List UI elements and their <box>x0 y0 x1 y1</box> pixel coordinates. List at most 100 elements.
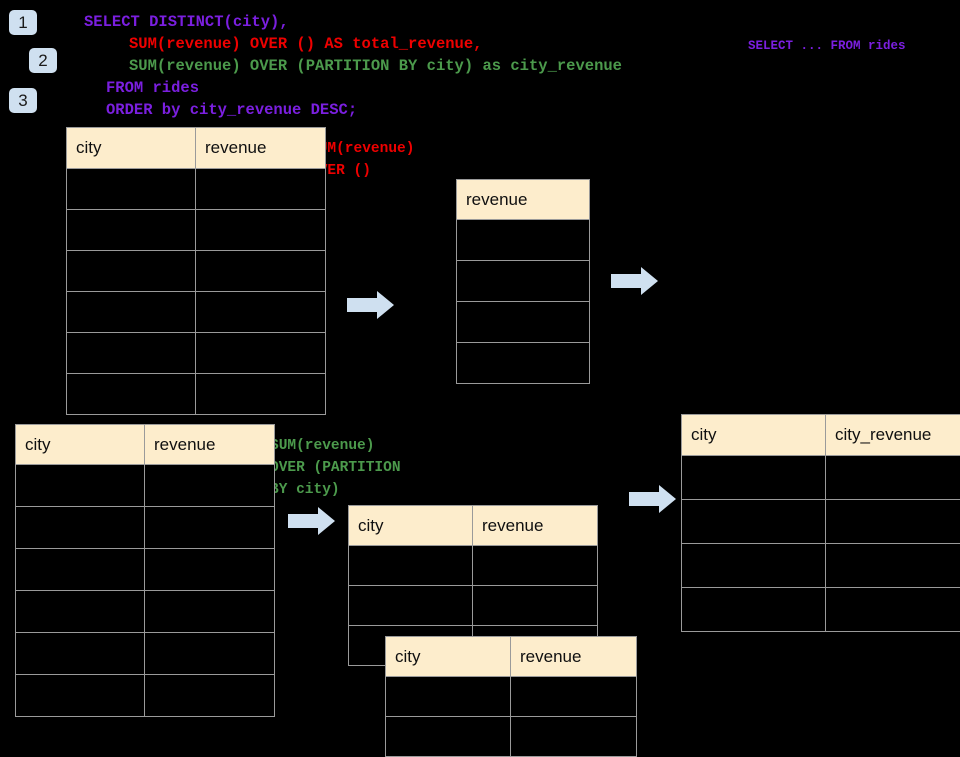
table-row <box>457 343 590 384</box>
cell-city <box>682 588 826 632</box>
table-header-row: revenue <box>457 180 590 220</box>
cell-revenue <box>457 302 590 343</box>
column-header-revenue: revenue <box>196 128 326 169</box>
table-header-row: city revenue <box>386 637 637 677</box>
table-row <box>457 261 590 302</box>
table-header-row: city city_revenue <box>682 415 960 456</box>
cell-city <box>67 292 196 333</box>
cell-city <box>386 677 511 717</box>
sql-line-total: SUM(revenue) OVER () AS total_revenue, <box>129 33 482 55</box>
table-row <box>349 546 598 586</box>
cell-city-revenue <box>826 544 960 588</box>
cell-city <box>16 507 145 549</box>
cell-revenue <box>145 507 275 549</box>
column-header-city: city <box>386 637 511 677</box>
cell-city <box>682 456 826 500</box>
cell-revenue <box>145 591 275 633</box>
cell-city <box>67 251 196 292</box>
cell-revenue <box>196 169 326 210</box>
cell-revenue <box>196 210 326 251</box>
cell-city-revenue <box>826 500 960 544</box>
arrow-partition-to-result <box>629 485 676 513</box>
step-badge-3: 3 <box>9 88 37 113</box>
table-row <box>386 717 637 757</box>
table-row <box>16 591 275 633</box>
cell-city-revenue <box>826 588 960 632</box>
column-header-revenue: revenue <box>511 637 637 677</box>
table-row <box>682 588 960 632</box>
table-row <box>67 210 326 251</box>
cell-city-revenue <box>826 456 960 500</box>
table-row <box>682 456 960 500</box>
cell-city <box>67 169 196 210</box>
table-row <box>457 302 590 343</box>
table-source-top: city revenue <box>66 127 326 415</box>
cell-city <box>16 633 145 675</box>
cell-city <box>386 717 511 757</box>
cell-city <box>349 546 473 586</box>
column-header-city: city <box>349 506 473 546</box>
column-header-city: city <box>682 415 826 456</box>
table-row <box>16 633 275 675</box>
cell-revenue <box>196 251 326 292</box>
table-body <box>386 677 637 757</box>
table-header-row: city revenue <box>349 506 598 546</box>
table-result: city city_revenue <box>681 414 960 632</box>
table-row <box>67 251 326 292</box>
cell-city <box>67 333 196 374</box>
cell-revenue <box>457 261 590 302</box>
table-body <box>682 456 960 632</box>
cell-revenue <box>511 717 637 757</box>
table-row <box>349 586 598 626</box>
table-row <box>682 500 960 544</box>
table-row <box>16 507 275 549</box>
cell-city <box>16 675 145 717</box>
table-row <box>67 374 326 415</box>
cell-city <box>16 591 145 633</box>
step-badge-2: 2 <box>29 48 57 73</box>
cell-revenue <box>145 633 275 675</box>
sql-line-order: ORDER by city_revenue DESC; <box>106 99 357 121</box>
table-row <box>67 169 326 210</box>
column-header-revenue: revenue <box>473 506 598 546</box>
table-header-row: city revenue <box>16 425 275 465</box>
sql-line-partition: SUM(revenue) OVER (PARTITION BY city) as… <box>129 55 622 77</box>
table-row <box>67 333 326 374</box>
table-body <box>16 465 275 717</box>
table-row <box>386 677 637 717</box>
column-header-city-revenue: city_revenue <box>826 415 960 456</box>
column-header-city: city <box>67 128 196 169</box>
sql-line-from: FROM rides <box>106 77 199 99</box>
cell-city <box>67 210 196 251</box>
cell-revenue <box>511 677 637 717</box>
table-body <box>457 220 590 384</box>
sql-line-select: SELECT DISTINCT(city), <box>84 11 289 33</box>
arrow-total-to-result <box>611 267 658 295</box>
column-header-revenue: revenue <box>457 180 590 220</box>
cell-city <box>16 465 145 507</box>
table-partition-front: city revenue <box>385 636 637 757</box>
cell-revenue <box>457 220 590 261</box>
table-row <box>67 292 326 333</box>
cell-revenue <box>473 546 598 586</box>
cell-city <box>16 549 145 591</box>
cell-revenue <box>457 343 590 384</box>
table-row <box>682 544 960 588</box>
table-row <box>16 549 275 591</box>
cell-revenue <box>196 292 326 333</box>
cell-city <box>67 374 196 415</box>
table-source-bottom: city revenue <box>15 424 275 717</box>
table-row <box>16 675 275 717</box>
step-badge-1: 1 <box>9 10 37 35</box>
cell-revenue <box>145 549 275 591</box>
table-header-row: city revenue <box>67 128 326 169</box>
table-body <box>67 169 326 415</box>
cell-city <box>349 586 473 626</box>
annotation-city-revenue: SUM(revenue) OVER (PARTITION BY city) <box>270 435 401 501</box>
cell-revenue <box>145 675 275 717</box>
cell-revenue <box>196 374 326 415</box>
cell-city <box>682 500 826 544</box>
arrow-source-to-partition <box>288 507 335 535</box>
table-row <box>457 220 590 261</box>
column-header-revenue: revenue <box>145 425 275 465</box>
